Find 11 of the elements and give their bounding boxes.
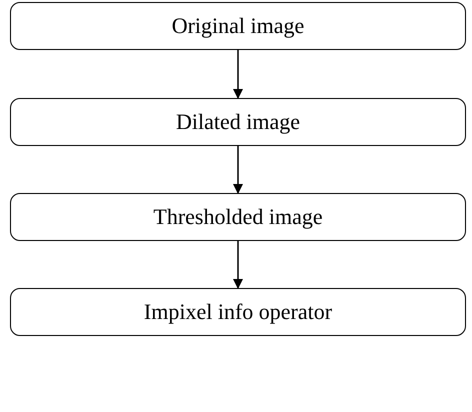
box-label: Original image	[172, 13, 304, 39]
arrow	[233, 50, 243, 99]
arrow	[233, 146, 243, 194]
process-box	[10, 2, 466, 50]
arrow	[233, 241, 243, 289]
box-label: Impixel info operator	[144, 299, 332, 325]
box-label: Thresholded image	[153, 204, 323, 230]
process-box	[10, 193, 466, 241]
process-box	[10, 98, 466, 146]
process-box	[10, 288, 466, 336]
box-label: Dilated image	[176, 109, 300, 135]
